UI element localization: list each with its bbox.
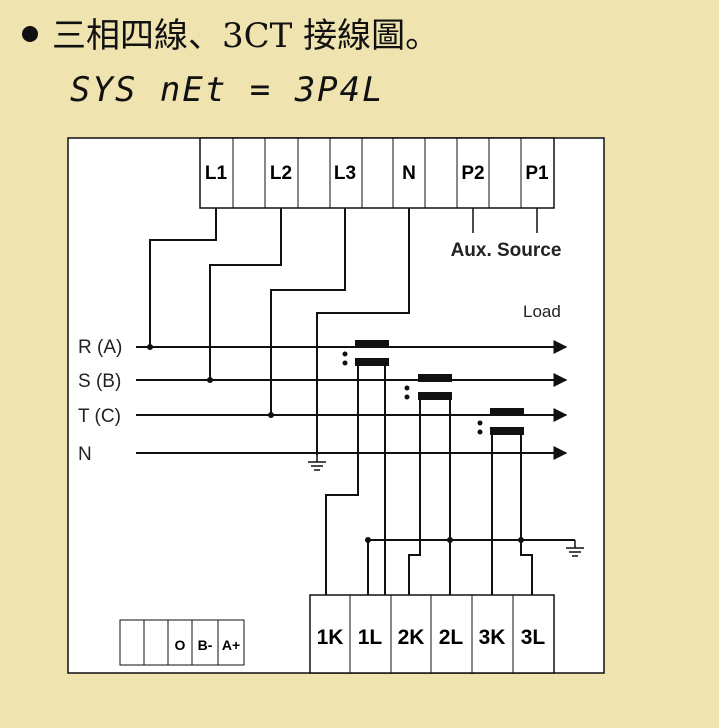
meter-panel <box>67 137 605 674</box>
phase-lines <box>136 340 568 460</box>
comm-terminal-a-plus: A+ <box>222 637 240 653</box>
phase-label-r: R (A) <box>78 337 122 358</box>
phase-label-t: T (C) <box>78 406 121 427</box>
aux-source-label: Aux. Source <box>451 240 562 261</box>
diagram-title: 三相四線、3CT 接線圖。 <box>22 8 439 57</box>
comm-terminal-b-minus: B- <box>198 637 213 653</box>
terminal-label-n: N <box>402 163 416 184</box>
ct3-icon <box>477 408 524 435</box>
ct-terminal-3l: 3L <box>521 626 546 649</box>
comm-terminal-o: O <box>175 637 186 653</box>
ct-terminal-block: 1K 1L 2K 2L 3K 3L <box>309 594 555 674</box>
ct2-icon <box>404 374 452 400</box>
terminal-label-p1: P1 <box>525 163 549 184</box>
display-setting: SYS nEt = 3P4L <box>70 70 385 110</box>
phase-label-n: N <box>78 444 92 465</box>
phase-label-s: S (B) <box>78 371 121 392</box>
comm-terminal-block: O B- A+ <box>119 619 245 666</box>
ct-terminal-1l: 1L <box>358 626 383 649</box>
terminal-label-l2: L2 <box>270 163 292 184</box>
ct-terminal-1k: 1K <box>317 626 344 649</box>
ct-terminal-2l: 2L <box>439 626 464 649</box>
terminal-label-l3: L3 <box>334 163 356 184</box>
ct-terminal-2k: 2K <box>398 626 425 649</box>
ct1-icon <box>342 340 389 366</box>
voltage-wires <box>149 208 410 455</box>
ct-ground-icon <box>566 540 584 557</box>
ct-terminal-3k: 3K <box>479 626 506 649</box>
bullet-icon <box>22 26 38 42</box>
ground-icon <box>308 455 326 471</box>
ct-secondary-wires <box>325 366 575 595</box>
terminal-label-p2: P2 <box>461 163 484 184</box>
terminal-label-l1: L1 <box>205 163 228 184</box>
title-text: 三相四線、3CT 接線圖。 <box>52 16 440 56</box>
load-label: Load <box>523 302 561 321</box>
top-terminal-block: L1 L2 L3 N P2 P1 <box>199 137 555 209</box>
aux-source-leads <box>472 208 538 233</box>
